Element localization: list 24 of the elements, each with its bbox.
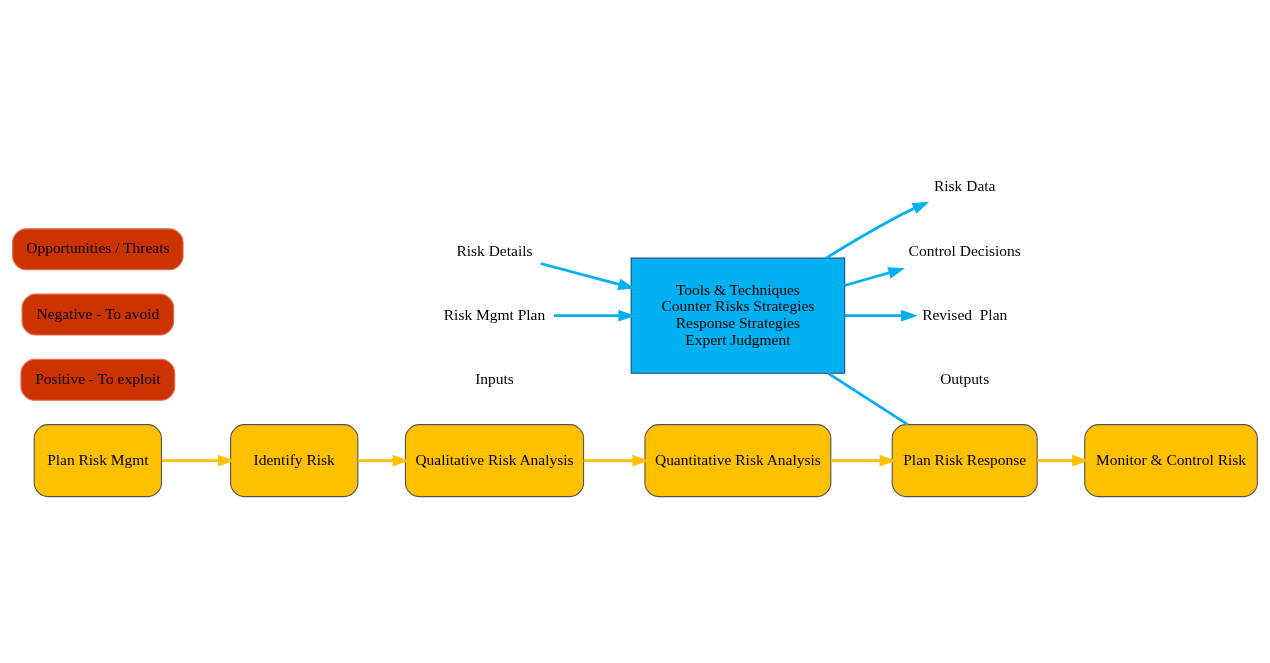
label: Outputs bbox=[940, 369, 990, 387]
arrow bbox=[844, 266, 905, 287]
node-box: Tools & Techniques Counter Risks Strategies Response Strategies Expert Judgment bbox=[630, 257, 846, 374]
node-text: Control Decisions bbox=[908, 241, 1021, 259]
node-box: Monitor & Control Risk bbox=[1084, 423, 1258, 497]
node-box: Plan Risk Response bbox=[891, 423, 1038, 497]
node-text: Risk Details bbox=[456, 241, 533, 259]
node-box: Opportunities / Threats bbox=[12, 227, 184, 270]
label: Inputs bbox=[475, 369, 514, 387]
node-box: Negative - To avoid bbox=[21, 293, 175, 336]
node-box: Plan Risk Mgmt bbox=[33, 423, 163, 497]
arrow bbox=[1037, 454, 1089, 466]
connector bbox=[827, 371, 909, 426]
node-text: Risk Data bbox=[933, 176, 996, 194]
arrow bbox=[540, 261, 635, 290]
node-box: Quantitative Risk Analysis bbox=[644, 423, 832, 497]
arrow bbox=[825, 201, 930, 259]
node-box: Identify Risk bbox=[230, 423, 359, 497]
arrow bbox=[162, 454, 235, 466]
node-box: Positive - To exploit bbox=[20, 358, 176, 401]
node-text: Risk Mgmt Plan bbox=[443, 305, 546, 323]
node-box: Qualitative Risk Analysis bbox=[404, 423, 585, 497]
arrow bbox=[844, 309, 918, 321]
node-text: Revised Plan bbox=[922, 305, 1008, 323]
